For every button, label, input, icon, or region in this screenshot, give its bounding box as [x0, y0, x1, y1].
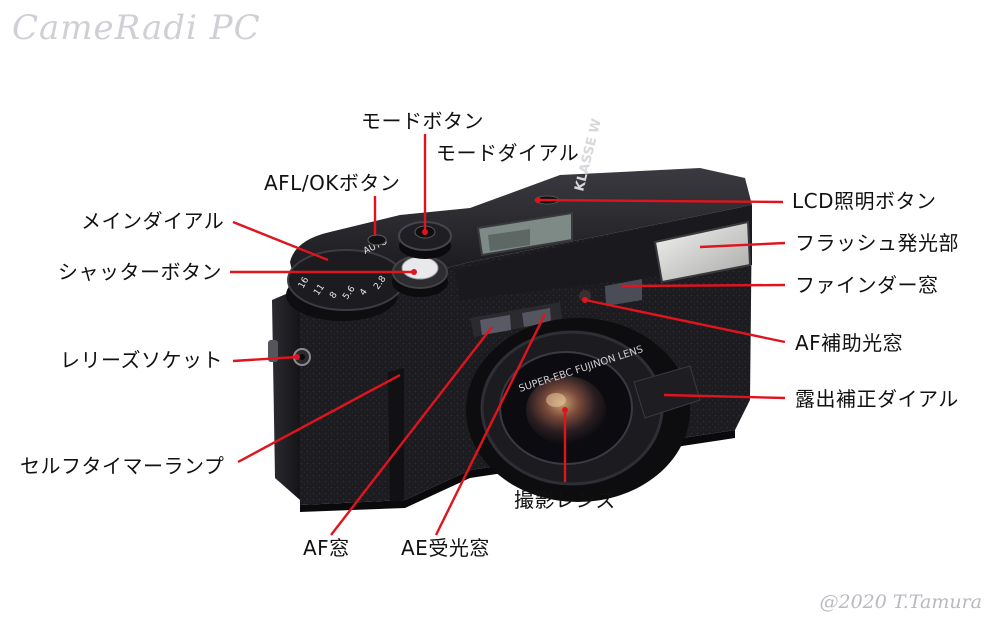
- ae-window: [522, 308, 551, 327]
- label-finder-window: ファインダー窓: [795, 273, 939, 297]
- label-mode-dial: モードダイアル: [436, 141, 580, 165]
- label-af-assist-window: AF補助光窓: [795, 331, 904, 355]
- label-afl-ok-button: AFL/OKボタン: [264, 171, 401, 195]
- exposure-comp-dial: [633, 365, 701, 419]
- af-window: [480, 315, 511, 335]
- camera-left-side: [272, 288, 300, 500]
- label-exposure-comp-dial: 露出補正ダイアル: [795, 387, 959, 411]
- label-mode-button: モードボタン: [361, 109, 484, 133]
- shutter-button: [401, 256, 439, 280]
- label-af-window: AF窓: [303, 536, 350, 560]
- label-flash: フラッシュ発光部: [795, 231, 959, 255]
- watermark-credit: @2020 T.Tamura: [819, 591, 982, 613]
- flash-window: [653, 220, 752, 284]
- label-taking-lens: 撮影レンズ: [514, 488, 617, 512]
- svg-text:4: 4: [358, 287, 370, 298]
- afl-ok-button: [367, 234, 387, 246]
- label-main-dial: メインダイアル: [81, 209, 225, 233]
- leader-lines: [230, 134, 786, 536]
- label-release-socket: レリーズソケット: [60, 348, 223, 372]
- label-shutter-button: シャッターボタン: [58, 260, 222, 284]
- watermark-title: CameRadi PC: [12, 8, 261, 48]
- svg-text:8: 8: [328, 290, 340, 301]
- self-timer-lamp: [388, 368, 404, 502]
- label-self-timer-lamp: セルフタイマーランプ: [20, 454, 225, 478]
- label-ae-window: AE受光窓: [401, 536, 490, 560]
- label-lcd-light-button: LCD照明ボタン: [792, 189, 937, 213]
- camera-front-band: [455, 205, 752, 300]
